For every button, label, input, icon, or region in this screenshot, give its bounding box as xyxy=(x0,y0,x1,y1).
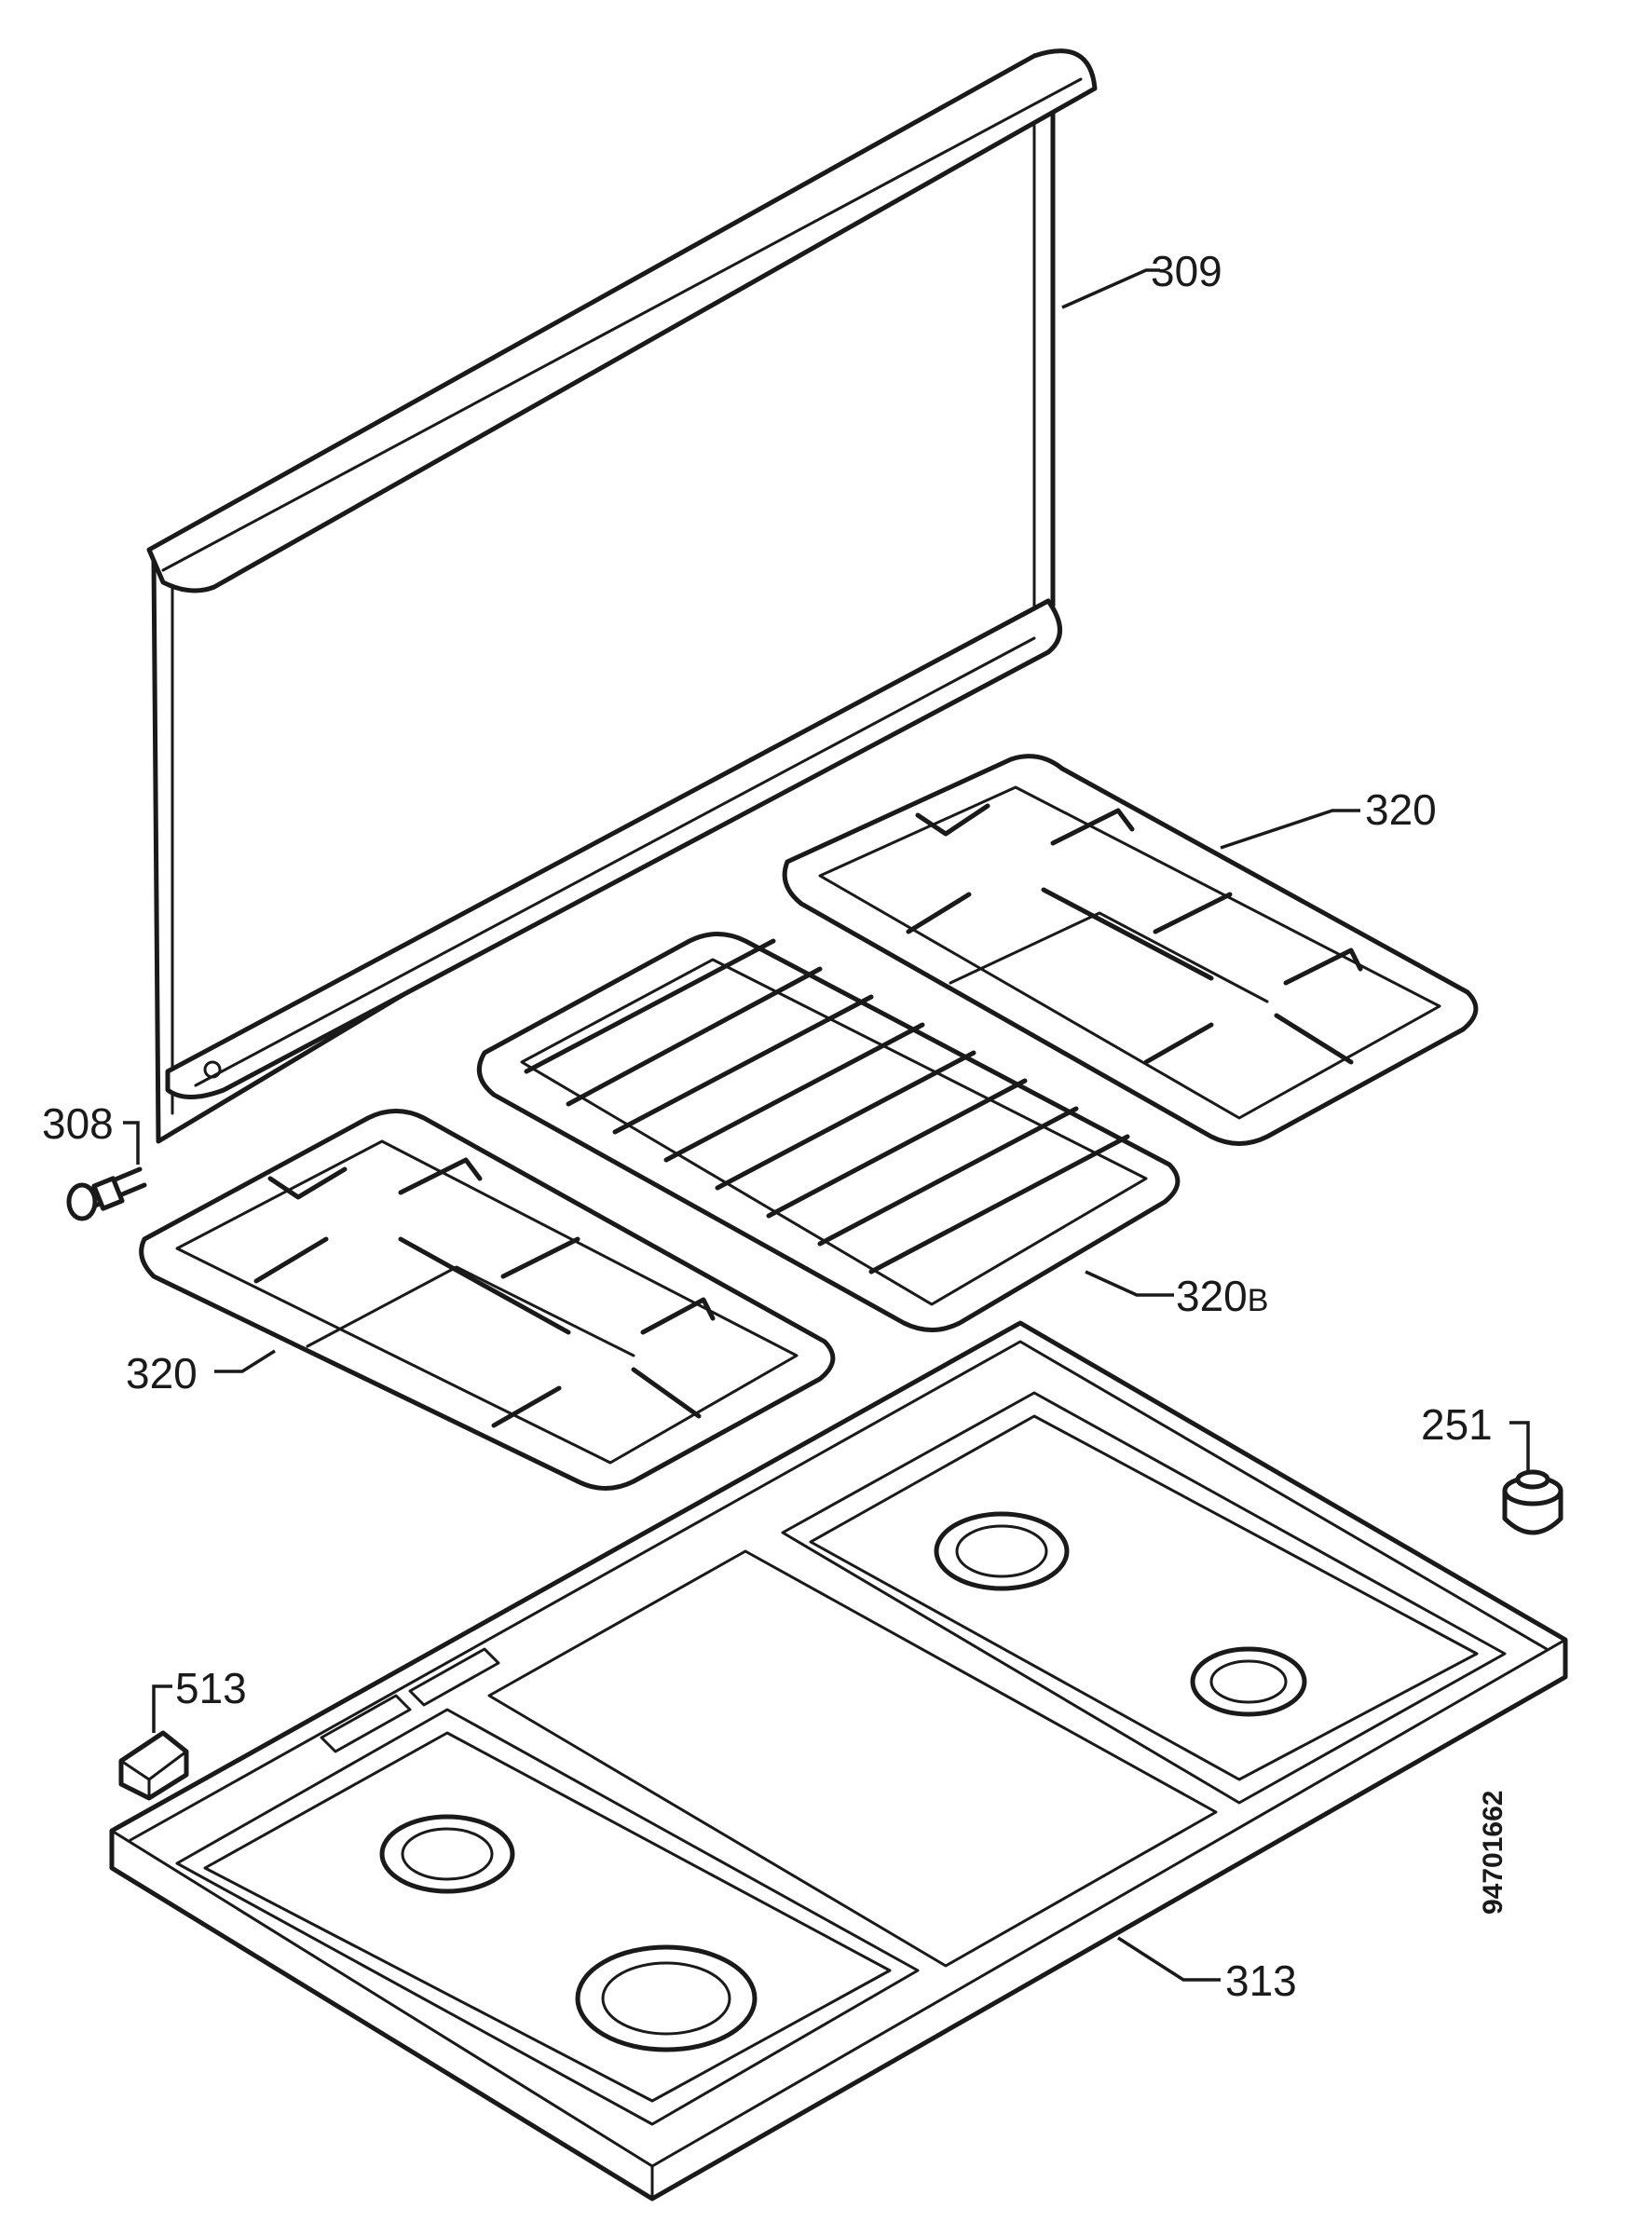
callout-320b-number: 320 xyxy=(1176,1272,1248,1320)
callout-320b-suffix: B xyxy=(1248,1283,1269,1318)
hob-top-313 xyxy=(109,1320,1568,2202)
grate-right-320 xyxy=(782,754,1479,1146)
callout-320-right: 320 xyxy=(1365,785,1437,834)
grate-center-320B xyxy=(476,932,1181,1332)
document-number: 94701662 xyxy=(1478,1791,1509,1915)
callout-320b: 320B xyxy=(1176,1272,1268,1320)
callout-308: 308 xyxy=(42,1099,114,1148)
foot-251 xyxy=(1502,1469,1563,1535)
callout-251: 251 xyxy=(1421,1400,1493,1449)
callout-309: 309 xyxy=(1151,247,1222,295)
callout-313: 313 xyxy=(1225,1956,1297,2005)
callout-320-left: 320 xyxy=(126,1349,198,1398)
clip-513 xyxy=(118,1730,189,1801)
grate-left-320 xyxy=(139,1109,836,1491)
callout-513: 513 xyxy=(175,1664,247,1712)
screw-308 xyxy=(66,1166,147,1221)
splash-panel-309 xyxy=(146,48,1098,1144)
leader-lines xyxy=(123,268,1530,1982)
